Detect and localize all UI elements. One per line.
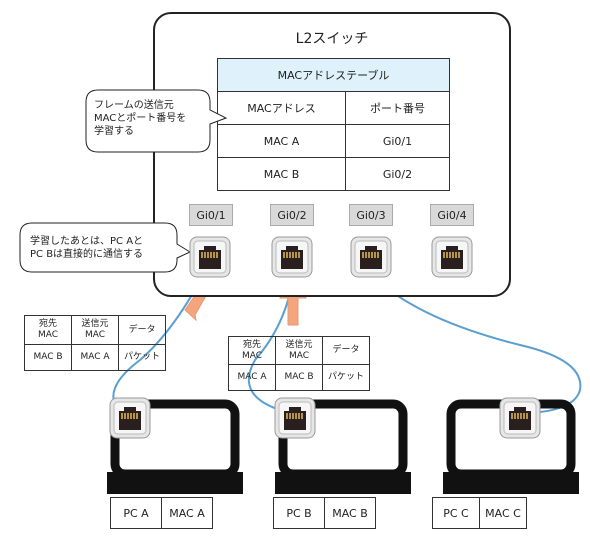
mac-table-cell: Gi0/1 bbox=[345, 124, 450, 158]
frame-value-cell: パケット bbox=[118, 344, 166, 371]
port-label-gi0-4: Gi0/4 bbox=[430, 204, 474, 226]
learn-callout-line: フレームの送信元 bbox=[94, 100, 174, 111]
direct-callout-line: 学習したあとは、PC Aと bbox=[30, 236, 144, 247]
mac-table-col-mac: MACアドレス bbox=[217, 91, 346, 125]
port-label-gi0-3: Gi0/3 bbox=[349, 204, 393, 226]
frame-value-cell: MAC B bbox=[275, 364, 323, 391]
frame-header-text: 宛先 bbox=[38, 319, 57, 329]
frame-value-cell: MAC A bbox=[228, 364, 276, 391]
frame-header-text: 宛先 bbox=[242, 339, 261, 350]
frame-header-cell: データ bbox=[322, 336, 370, 365]
pc-name: PC B bbox=[273, 497, 325, 529]
frame-header-text: MAC bbox=[37, 330, 59, 340]
mac-table-cell: Gi0/2 bbox=[345, 157, 450, 191]
frame-value-cell: MAC B bbox=[24, 344, 72, 371]
pc-mac: MAC A bbox=[161, 497, 213, 529]
pc-c-label: PC C MAC C bbox=[432, 497, 527, 529]
switch-title: L2スイッチ bbox=[295, 31, 369, 47]
frame-header-cell: データ bbox=[118, 315, 166, 345]
pc-name: PC A bbox=[110, 497, 162, 529]
pc-mac: MAC B bbox=[324, 497, 376, 529]
port-label-gi0-2: Gi0/2 bbox=[270, 204, 314, 226]
direct-callout: 学習したあとは、PC Aと PC Bは直接的に通信する bbox=[30, 235, 143, 261]
mac-address-table: MACアドレステーブル MACアドレス ポート番号 MAC A Gi0/1 MA… bbox=[217, 58, 450, 191]
frame-header-text: 送信元 bbox=[81, 319, 109, 329]
mac-table-title: MACアドレステーブル bbox=[217, 58, 450, 92]
frame-header-text: MAC bbox=[84, 330, 106, 340]
cable-pc-c bbox=[374, 277, 582, 413]
learn-callout-line: MACとポート番号を bbox=[94, 113, 187, 124]
learn-callout: フレームの送信元 MACとポート番号を 学習する bbox=[94, 99, 186, 138]
port-label-gi0-1: Gi0/1 bbox=[189, 204, 233, 226]
frame-header-text: MAC bbox=[288, 350, 310, 361]
frame-value-cell: パケット bbox=[322, 364, 370, 391]
frame-header-text: 送信元 bbox=[285, 339, 313, 350]
frame-header-text: MAC bbox=[241, 350, 263, 361]
frame-value-cell: MAC A bbox=[71, 344, 119, 371]
pc-b-label: PC B MAC B bbox=[273, 497, 376, 529]
learn-callout-line: 学習する bbox=[94, 126, 134, 137]
mac-table-col-port: ポート番号 bbox=[345, 91, 450, 125]
pc-mac: MAC C bbox=[479, 497, 527, 529]
direct-callout-line: PC Bは直接的に通信する bbox=[30, 249, 144, 260]
pc-name: PC C bbox=[432, 497, 480, 529]
mac-table-cell: MAC A bbox=[217, 124, 346, 158]
mac-table-cell: MAC B bbox=[217, 157, 346, 191]
pc-a-label: PC A MAC A bbox=[110, 497, 213, 529]
